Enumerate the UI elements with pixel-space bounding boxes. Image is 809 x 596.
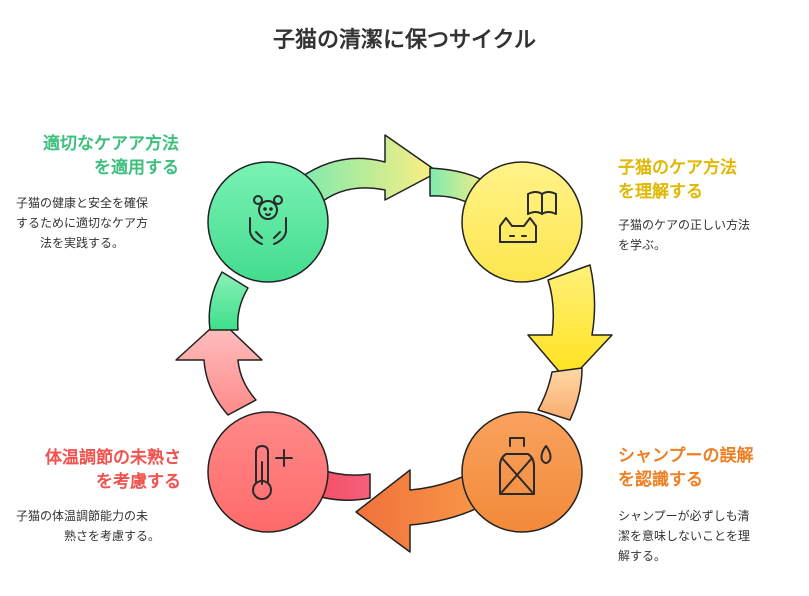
arrow-right-tail — [537, 367, 583, 421]
step-understand-care-title: 子猫のケア方法 を理解する — [618, 156, 798, 204]
step-understand-care-desc-line2: を学ぶ。 — [618, 238, 667, 252]
page-title: 子猫の清潔に保つサイクル — [273, 28, 536, 53]
step-shampoo-misconception-title-line1: シャンプーの誤解 — [618, 446, 754, 466]
arrow-left-tail — [208, 271, 249, 331]
step-thermoregulation-description: 子猫の体温調節能力の未 熟さを考慮する。 — [16, 506, 186, 546]
arrow-left — [175, 319, 263, 416]
step-thermoregulation-title: 体温調節の未熟さ を考慮する — [6, 446, 181, 494]
step-thermoregulation-desc-line1: 子猫の体温調節能力の未 — [16, 509, 149, 523]
step-thermoregulation-desc-line2: 熟さを考慮する。 — [64, 529, 161, 543]
hands-holding-pet-icon — [249, 195, 287, 245]
step-apply-care-title-line1: 適切なケアア方法 — [43, 134, 179, 154]
step-understand-care-title-line1: 子猫のケア方法 — [618, 158, 737, 178]
step-apply-care-title-line2: を適用する — [94, 158, 179, 178]
step-understand-care-description: 子猫のケアの正しい方法 を学ぶ。 — [618, 215, 798, 255]
arrow-right — [527, 264, 613, 383]
no-shampoo-icon — [499, 437, 552, 495]
step-apply-care-description: 子猫の健康と安全を確保 するために適切なケア方 法を実践する。 — [16, 193, 186, 253]
step-shampoo-misconception-desc-line3: 解する。 — [618, 549, 667, 563]
step-circle-apply-care — [207, 161, 329, 283]
step-shampoo-misconception-title: シャンプーの誤解 を認識する — [618, 444, 803, 492]
step-apply-care-title: 適切なケアア方法 を適用する — [24, 132, 179, 180]
step-shampoo-misconception-title-line2: を認識する — [618, 470, 703, 490]
step-circle-shampoo-misconception — [461, 411, 583, 533]
step-shampoo-misconception-desc-line1: シャンプーが必ずしも清 — [618, 509, 750, 523]
cat-with-book-icon — [499, 191, 557, 243]
step-shampoo-misconception-description: シャンプーが必ずしも清 潔を意味しないことを理 解する。 — [618, 506, 803, 566]
step-thermoregulation-title-line2: を考慮する — [96, 472, 181, 492]
step-understand-care-title-line2: を理解する — [618, 182, 703, 202]
step-understand-care-desc-line1: 子猫のケアの正しい方法 — [618, 218, 751, 232]
step-apply-care-desc-line3: 法を実践する。 — [40, 236, 125, 250]
step-shampoo-misconception-desc-line2: 潔を意味しないことを理 — [618, 529, 751, 543]
thermometer-plus-icon — [252, 445, 293, 500]
step-apply-care-desc-line1: 子猫の健康と安全を確保 — [16, 196, 149, 210]
step-thermoregulation-title-line1: 体温調節の未熟さ — [45, 448, 181, 468]
step-apply-care-desc-line2: するために適切なケア方 — [16, 216, 149, 230]
step-circle-understand-care — [461, 161, 583, 283]
